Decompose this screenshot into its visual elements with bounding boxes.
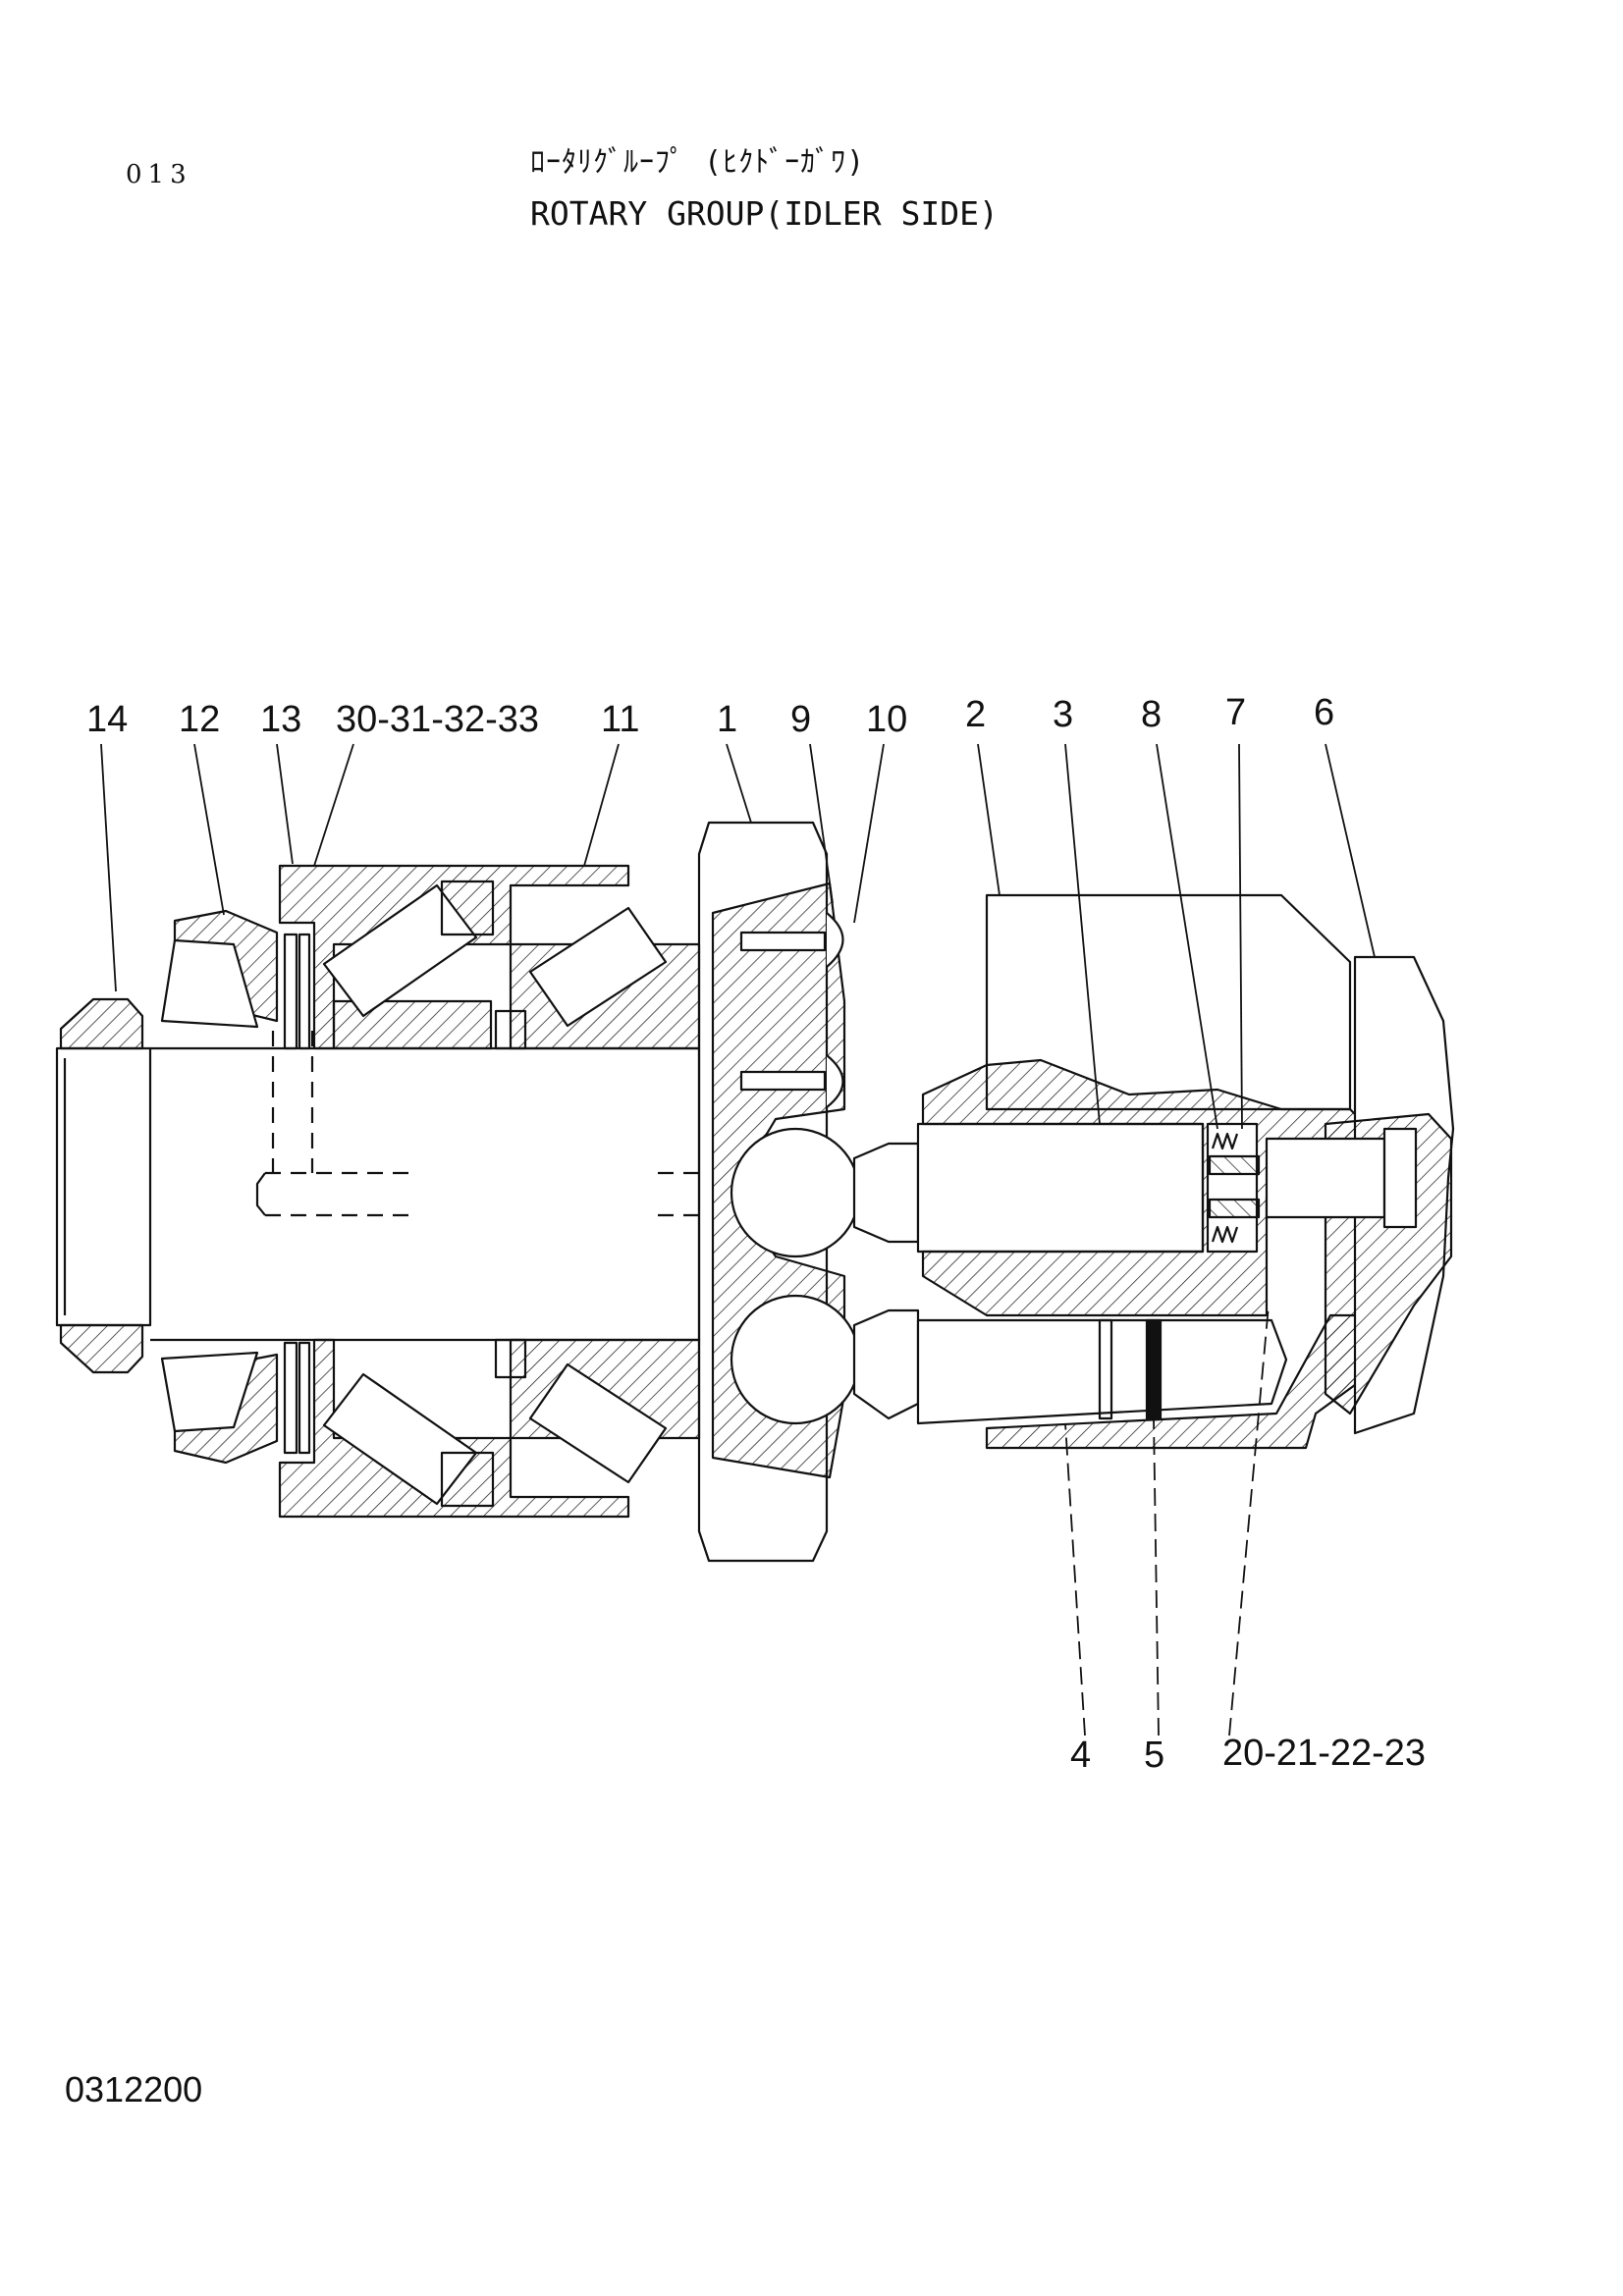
shaft — [150, 1031, 701, 1342]
callout-3: 3 — [1053, 694, 1073, 735]
callout-labels: 14 12 13 30-31-32-33 11 1 9 10 2 3 8 7 6… — [86, 692, 1426, 1776]
callout-14: 14 — [86, 699, 128, 740]
part-4-piston-lower — [730, 1294, 1288, 1425]
drawing-code: 0312200 — [65, 2069, 203, 2109]
callout-30-31-32-33: 30-31-32-33 — [336, 699, 539, 740]
page-number: 013 — [126, 160, 192, 189]
callout-12: 12 — [179, 699, 220, 740]
part-13-spacer — [283, 933, 311, 1455]
callout-9: 9 — [790, 699, 811, 740]
title-english: ROTARY GROUP(IDLER SIDE) — [530, 194, 999, 233]
callout-1: 1 — [717, 699, 737, 740]
callout-8: 8 — [1141, 694, 1162, 735]
part-14-nut — [55, 997, 152, 1374]
callout-10: 10 — [866, 699, 907, 740]
leader-lines — [100, 743, 1376, 1736]
title-japanese: ﾛｰﾀﾘｸﾞﾙｰﾌﾟ (ﾋｸﾄﾞｰｶﾞﾜ) — [530, 145, 866, 180]
part-11-housing — [278, 864, 701, 1519]
part-12-bearing — [160, 909, 279, 1465]
callout-2: 2 — [965, 694, 986, 735]
callout-11: 11 — [601, 699, 639, 740]
part-6-cover — [1265, 955, 1455, 1435]
callout-5: 5 — [1144, 1735, 1164, 1776]
callout-7: 7 — [1225, 692, 1246, 733]
callout-4: 4 — [1070, 1735, 1091, 1776]
part-7-8-spring — [1206, 1122, 1261, 1254]
part-3-piston-upper — [730, 1122, 1205, 1258]
callout-13: 13 — [260, 699, 301, 740]
callout-6: 6 — [1314, 692, 1334, 733]
callout-20-21-22-23: 20-21-22-23 — [1222, 1733, 1426, 1774]
